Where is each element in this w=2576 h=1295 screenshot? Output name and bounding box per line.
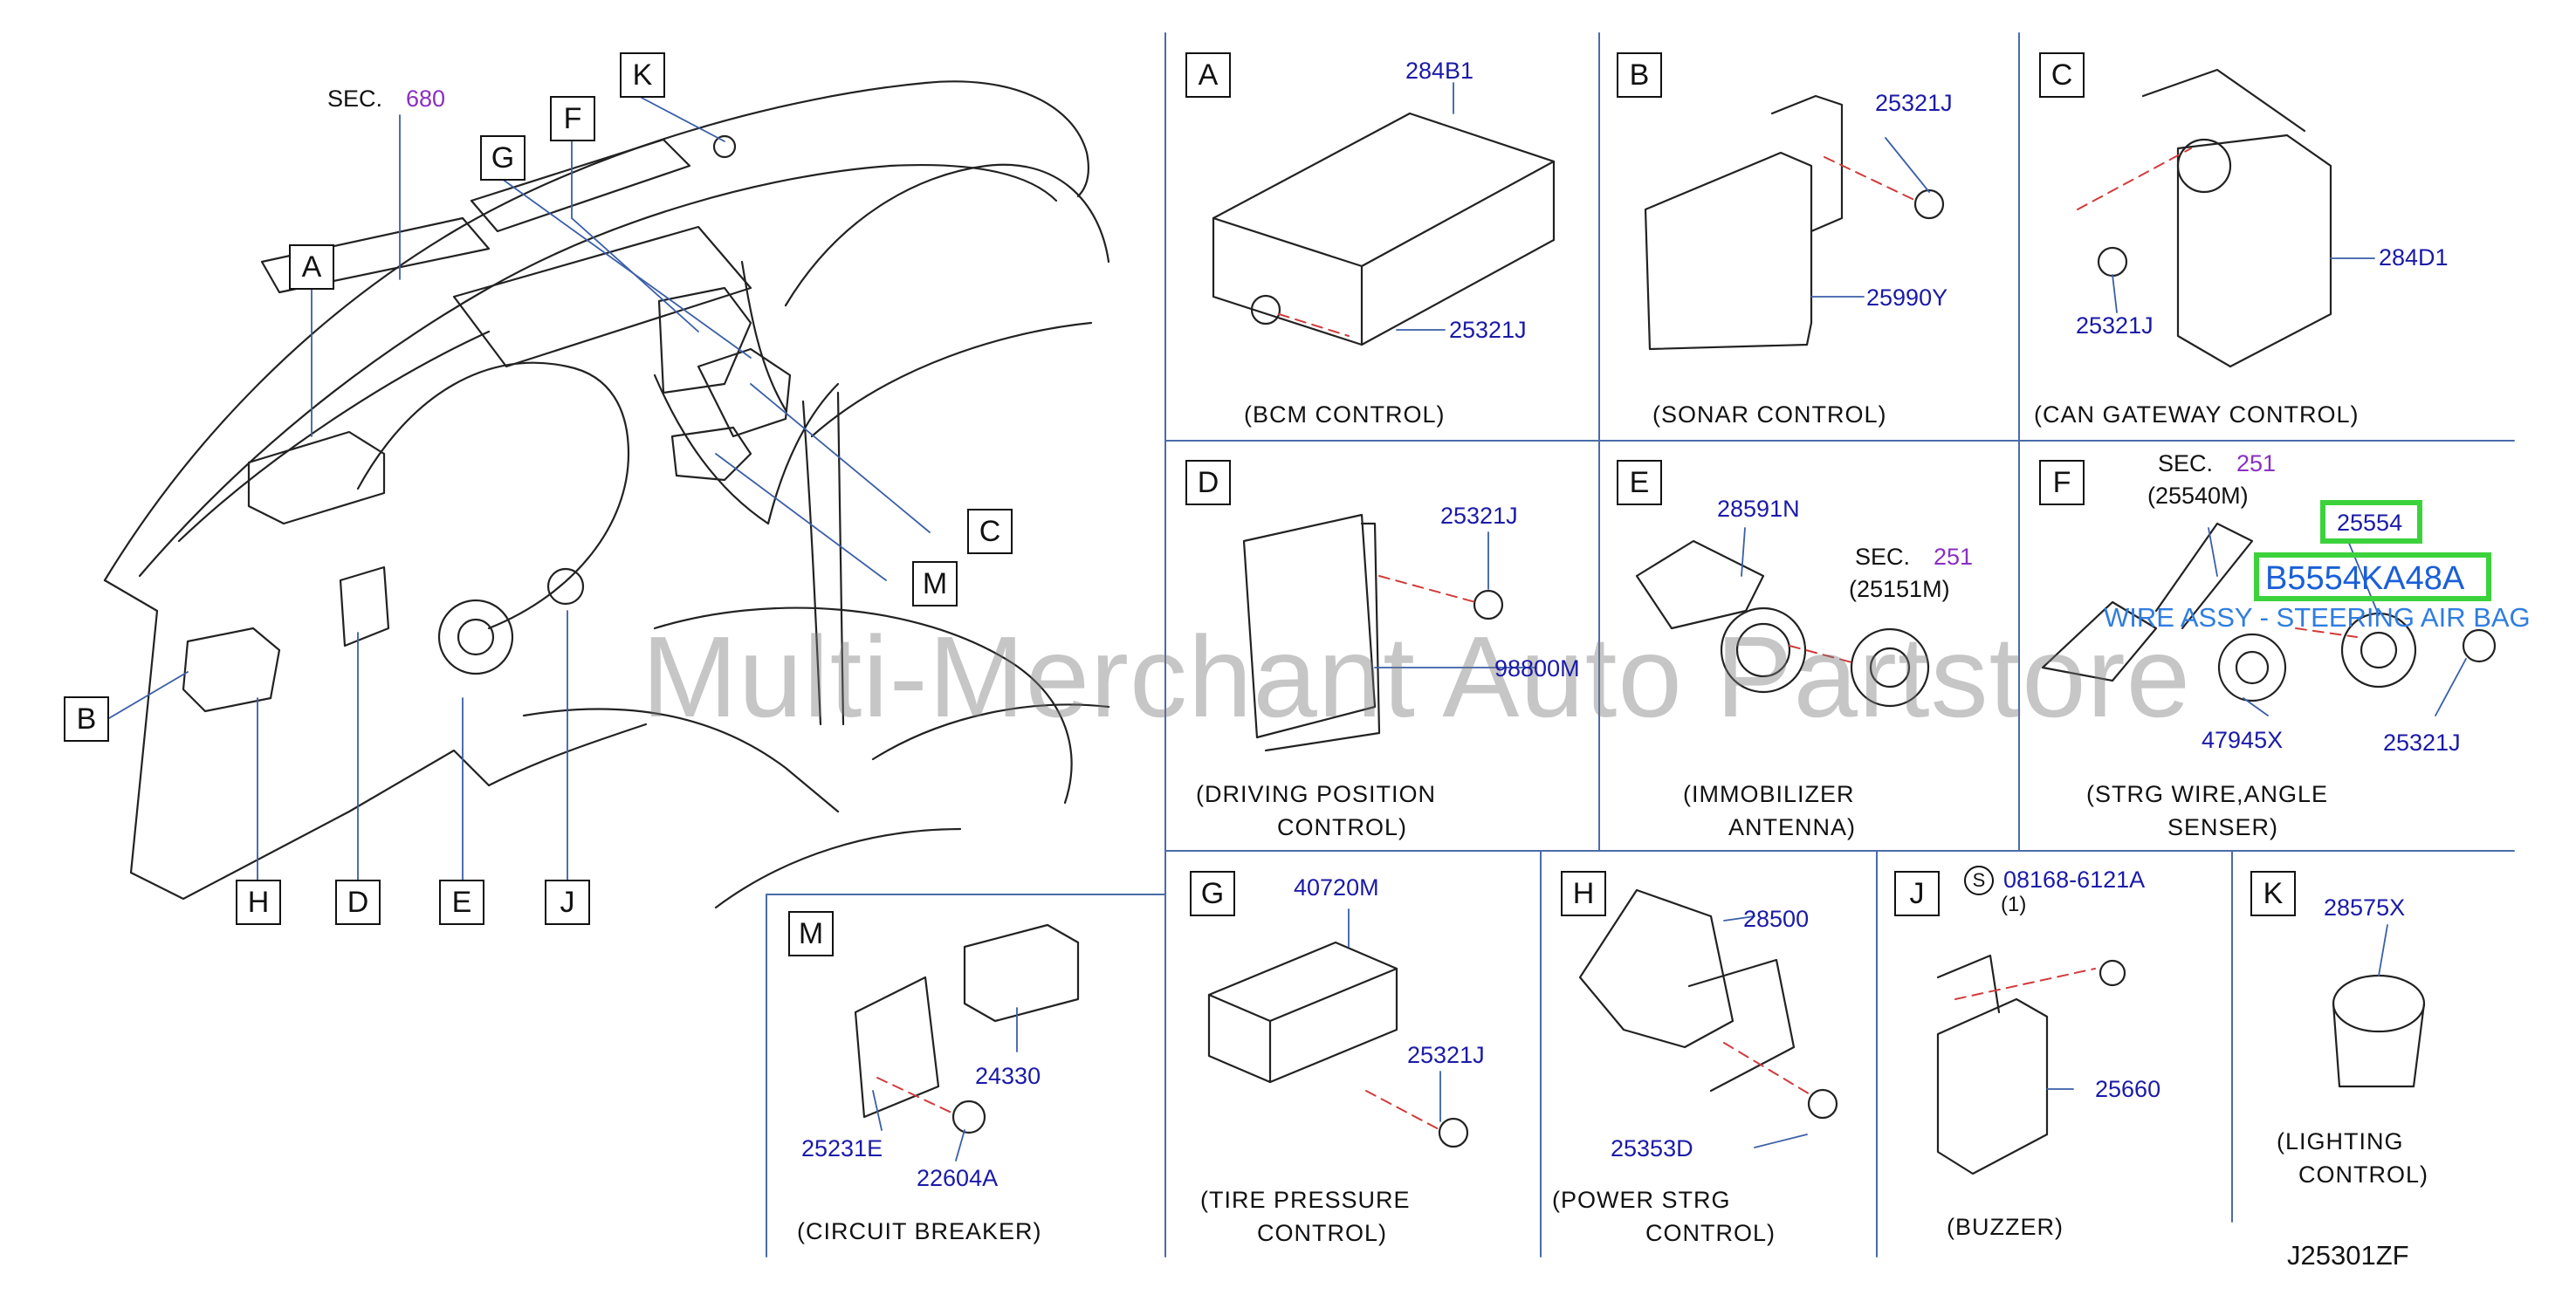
highlight-box-code — [2254, 552, 2491, 601]
part-number-284d1[interactable]: 284D1 — [2379, 244, 2449, 271]
part-number-284b1[interactable]: 284B1 — [1405, 58, 1474, 84]
part-quantity-j: (1) — [2001, 893, 2027, 916]
part-number-08168-6121a[interactable]: 08168-6121A — [2003, 867, 2146, 893]
part-number-25231e[interactable]: 25231E — [801, 1135, 883, 1161]
part-number-25321j-b[interactable]: 25321J — [1875, 90, 1953, 116]
panel-h-letter: H — [1561, 871, 1606, 916]
part-number-22604a[interactable]: 22604A — [917, 1165, 999, 1191]
part-illustration-can-gateway — [2097, 68, 2332, 368]
highlight-part-code[interactable]: B5554KA48A — [2265, 560, 2465, 597]
panel-c-letter: C — [2039, 52, 2085, 98]
panel-c-caption: (CAN GATEWAY CONTROL) — [2034, 401, 2360, 428]
overview-callout-h[interactable]: G — [480, 135, 526, 181]
part-number-28591n[interactable]: 28591N — [1717, 496, 1800, 522]
overview-callout-k[interactable]: K — [620, 52, 665, 98]
part-illustration-immobilizer — [1635, 539, 1930, 708]
panel-h-caption-2: CONTROL) — [1645, 1220, 1776, 1246]
part-number-28575x[interactable]: 28575X — [2324, 894, 2406, 921]
part-number-25353d[interactable]: 25353D — [1611, 1135, 1693, 1161]
panel-f-caption-2: SENSER) — [2167, 814, 2279, 840]
panel-g-caption-2: CONTROL) — [1257, 1220, 1387, 1246]
part-number-98800m[interactable]: 98800M — [1494, 655, 1580, 682]
panel-j-letter: J — [1894, 871, 1940, 916]
panel-b-caption: (SONAR CONTROL) — [1652, 401, 1887, 428]
part-number-25321j-d[interactable]: 25321J — [1440, 503, 1518, 529]
part-illustration-buzzer — [1936, 954, 2126, 1175]
overview-callout-b[interactable]: B — [64, 696, 109, 742]
overview-sec-value: 680 — [406, 86, 446, 112]
panel-a-caption: (BCM CONTROL) — [1244, 401, 1446, 428]
panel-f-caption-1: (STRG WIRE,ANGLE — [2086, 781, 2329, 807]
panel-j-caption: (BUZZER) — [1947, 1214, 2064, 1240]
overview-leaders — [108, 97, 931, 882]
part-leaders — [872, 82, 2467, 1161]
part-number-40720m[interactable]: 40720M — [1294, 874, 1379, 901]
overview-callout-j[interactable]: H — [236, 880, 281, 925]
part-illustration-power-strg — [1578, 888, 1838, 1120]
panel-a-letter: A — [1185, 52, 1231, 98]
panel-h-caption-1: (POWER STRG — [1552, 1187, 1731, 1213]
overview-callout-f[interactable]: E — [439, 880, 484, 925]
panel-f-sec-ref: (25540M) — [2147, 483, 2249, 509]
panel-m-caption: (CIRCUIT BREAKER) — [797, 1218, 1042, 1244]
part-illustration-lighting — [2332, 974, 2426, 1088]
panel-d-letter: D — [1185, 460, 1231, 505]
panel-f-sec-value: 251 — [2236, 450, 2277, 476]
panel-k-letter: K — [2250, 871, 2296, 916]
part-number-25990y[interactable]: 25990Y — [1866, 284, 1948, 311]
overview-callout-c[interactable]: C — [967, 509, 1013, 554]
panel-e-caption-2: ANTENNA) — [1728, 814, 1857, 840]
overview-sec-label: SEC. — [327, 86, 383, 112]
panel-e-letter: E — [1617, 460, 1662, 505]
highlight-part-description[interactable]: WIRE ASSY - STEERING AIR BAG — [2104, 602, 2531, 633]
panel-g-letter: G — [1190, 871, 1235, 916]
panel-d-caption-1: (DRIVING POSITION — [1196, 781, 1437, 807]
overview-callout-d[interactable]: D — [335, 880, 381, 925]
s-symbol-icon: S — [1964, 866, 1994, 895]
panel-m-letter: M — [788, 911, 834, 956]
dashed-leaders — [876, 147, 2358, 1131]
panel-f-sec-label: SEC. — [2158, 450, 2214, 476]
panel-k-caption-1: (LIGHTING — [2277, 1128, 2404, 1155]
panel-d-caption-2: CONTROL) — [1277, 814, 1407, 840]
panel-g-caption-1: (TIRE PRESSURE — [1200, 1187, 1411, 1213]
highlight-box-25554 — [2320, 500, 2422, 544]
overview-callout-m[interactable]: M — [912, 561, 958, 606]
overview-callout-e[interactable]: J — [545, 880, 590, 925]
dashboard-illustration — [103, 80, 1110, 909]
part-illustration-tire-pressure — [1207, 941, 1469, 1148]
panel-e-sec-label: SEC. — [1855, 544, 1911, 570]
panel-grid — [766, 32, 2515, 1257]
diagram-code: J25301ZF — [2287, 1240, 2409, 1271]
panel-e-sec-value: 251 — [1934, 544, 1974, 570]
part-illustration-driving-position — [1242, 513, 1504, 752]
part-number-25660[interactable]: 25660 — [2095, 1076, 2161, 1102]
part-illustration-bcm — [1212, 112, 1556, 346]
overview-callout-a[interactable]: A — [289, 244, 334, 290]
panel-k-caption-2: CONTROL) — [2298, 1161, 2428, 1188]
panel-e-sec-ref: (25151M) — [1849, 576, 1950, 602]
part-number-47945x[interactable]: 47945X — [2202, 727, 2284, 753]
panel-f-letter: F — [2039, 460, 2085, 505]
panel-e-caption-1: (IMMOBILIZER — [1683, 781, 1855, 807]
part-number-25321j-a[interactable]: 25321J — [1449, 317, 1527, 343]
part-illustration-sonar — [1644, 94, 1945, 351]
part-number-24330[interactable]: 24330 — [975, 1063, 1041, 1089]
part-number-25321j-c[interactable]: 25321J — [2076, 312, 2154, 339]
part-number-25321j-g[interactable]: 25321J — [1407, 1042, 1485, 1068]
part-illustration-circuit-breaker — [854, 923, 1080, 1134]
watermark: Multi-Merchant Auto Partstore — [642, 613, 2192, 741]
overview-callout-g[interactable]: F — [550, 96, 595, 141]
part-number-25554[interactable]: 25554 — [2337, 510, 2403, 536]
part-number-28500[interactable]: 28500 — [1743, 906, 1810, 932]
panel-b-letter: B — [1617, 52, 1662, 98]
part-number-25321j-f[interactable]: 25321J — [2383, 730, 2461, 756]
